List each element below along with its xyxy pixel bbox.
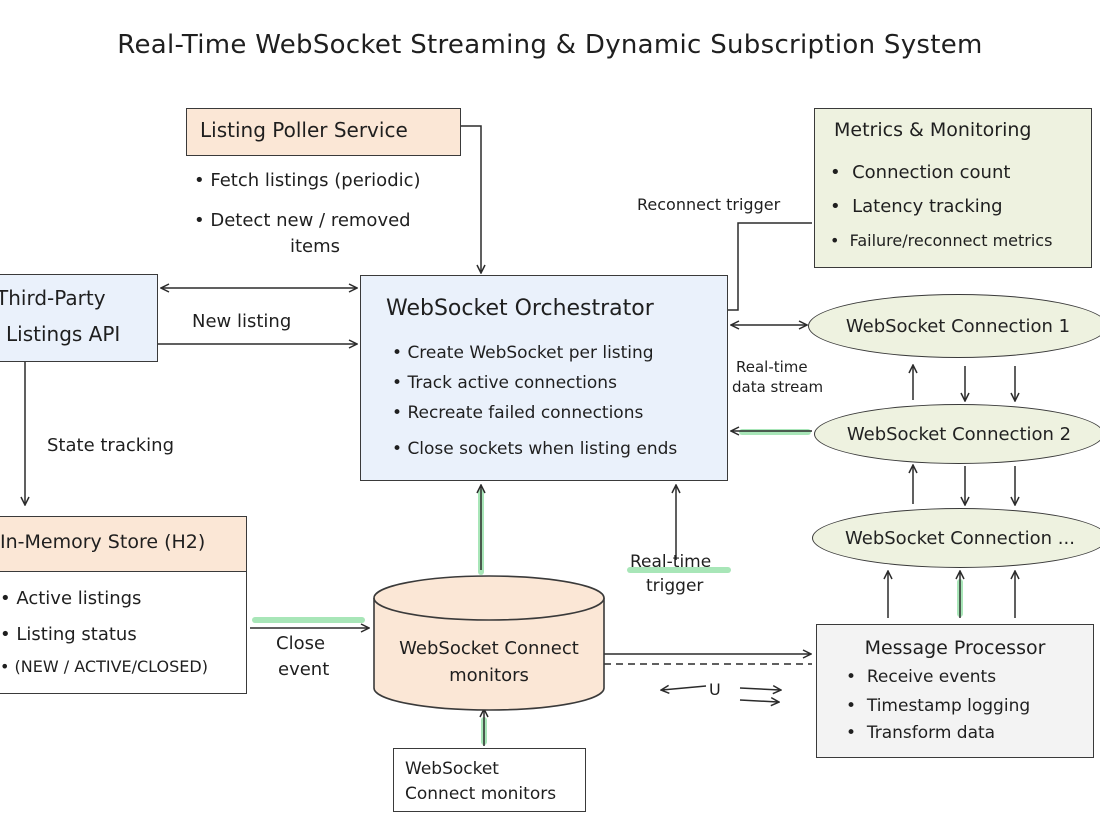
edge-u-right1	[739, 688, 780, 690]
label-u-mark: U	[709, 680, 721, 699]
monitors-line-2: Connect monitors	[405, 784, 557, 804]
label-close-event-2: event	[278, 659, 330, 680]
websocket-connection-2: WebSocket Connection 2	[814, 404, 1100, 464]
label-realtime-stream-1: Real-time	[736, 358, 808, 376]
edge-u-left	[662, 686, 707, 690]
store-bullet-1: • Active listings	[0, 588, 142, 609]
orch-bullet-3: • Recreate failed connections	[392, 403, 644, 423]
orchestrator-title: WebSocket Orchestrator	[386, 296, 654, 321]
monitors-line-1: WebSocket	[405, 759, 499, 779]
processor-bullet-3: • Transform data	[846, 723, 996, 743]
metrics-title: Metrics & Monitoring	[834, 119, 1032, 141]
page-title: Real-Time WebSocket Streaming & Dynamic …	[117, 30, 983, 60]
metrics-bullet-3: • Failure/reconnect metrics	[830, 231, 1053, 250]
monitors-box	[393, 748, 586, 812]
orch-bullet-2: • Track active connections	[392, 373, 617, 393]
label-reconnect-trigger: Reconnect trigger	[637, 195, 781, 214]
poller-bullet-2: • Detect new / removed	[194, 210, 411, 231]
label-realtime-trigger-1: Real-time	[630, 552, 712, 572]
store-bullet-3: • (NEW / ACTIVE/CLOSED)	[0, 657, 208, 676]
label-close-event-1: Close	[276, 633, 326, 654]
orch-bullet-1: • Create WebSocket per listing	[392, 343, 654, 363]
orchestrator-box	[360, 275, 728, 481]
metrics-bullet-1: • Connection count	[830, 162, 1011, 183]
metrics-box	[814, 108, 1092, 268]
label-state-tracking: State tracking	[47, 435, 175, 456]
connectors	[25, 125, 1015, 746]
edge-poller-orch	[461, 125, 481, 272]
third-party-box	[0, 274, 158, 362]
websocket-connection-3: WebSocket Connection ...	[812, 508, 1100, 568]
poller-bullet-3: items	[290, 236, 341, 257]
poller-box	[186, 108, 461, 156]
label-realtime-trigger-2: trigger	[646, 576, 704, 596]
store-header	[0, 516, 247, 572]
store-bullet-2: • Listing status	[0, 624, 137, 645]
third-party-line-1: Third-Party	[0, 286, 106, 310]
db-line-2: monitors	[449, 665, 529, 686]
metrics-bullet-2: • Latency tracking	[830, 196, 1003, 217]
edge-reconnect	[728, 222, 812, 311]
label-realtime-stream-2: data stream	[732, 378, 824, 396]
processor-box	[816, 624, 1094, 758]
poller-title: Listing Poller Service	[200, 118, 408, 142]
processor-bullet-2: • Timestamp logging	[846, 696, 1031, 716]
orch-bullet-4: • Close sockets when listing ends	[392, 439, 678, 459]
edge-u-right2	[739, 700, 778, 702]
db-line-1: WebSocket Connect	[399, 638, 579, 659]
store-title: In-Memory Store (H2)	[0, 531, 206, 553]
websocket-connection-1: WebSocket Connection 1	[808, 294, 1100, 358]
processor-title: Message Processor	[864, 637, 1046, 659]
third-party-line-2: Listings API	[6, 322, 121, 346]
poller-bullet-1: • Fetch listings (periodic)	[194, 170, 421, 191]
processor-bullet-1: • Receive events	[846, 667, 997, 687]
label-new-listing: New listing	[192, 311, 292, 332]
db-cylinder	[373, 575, 605, 711]
